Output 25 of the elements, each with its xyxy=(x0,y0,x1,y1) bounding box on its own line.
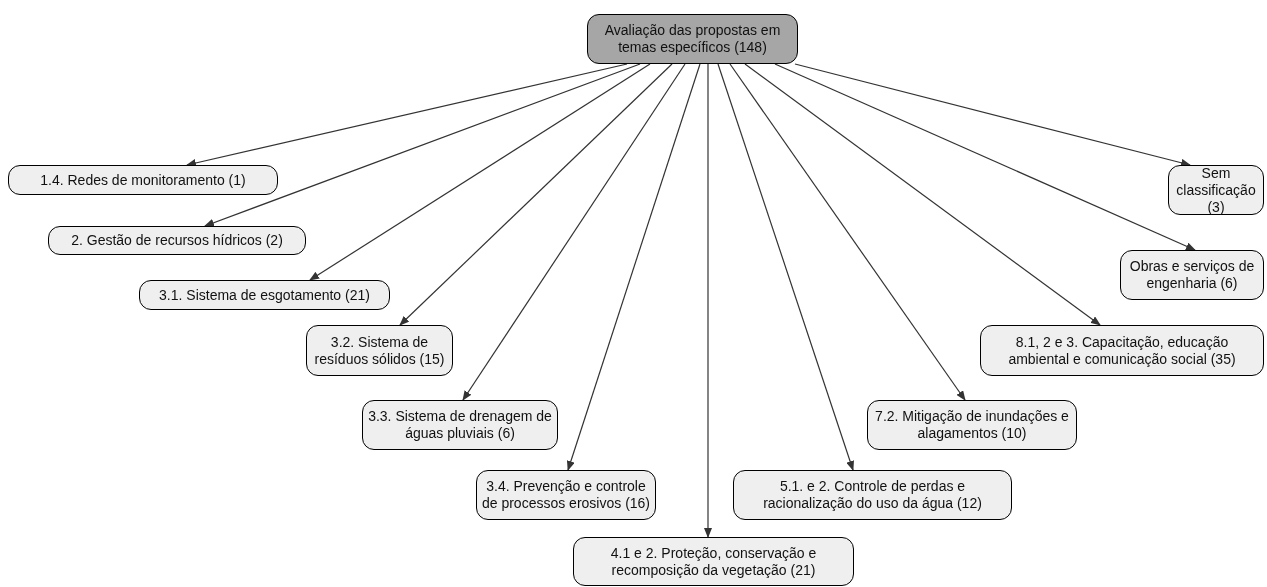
topic-box: 3.3. Sistema de drenagem de águas pluviais (6) xyxy=(362,400,558,450)
arrow xyxy=(399,63,673,326)
topic-box: 4.1 e 2. Proteção, conservação e recomposição da vegetação (21) xyxy=(573,537,854,586)
topic-box: 2. Gestão de recursos hídricos (2) xyxy=(48,226,306,255)
topic-box: 3.4. Prevenção e controle de processos erosivos (16) xyxy=(476,470,656,520)
topic-box: 1.4. Redes de monitoramento (1) xyxy=(8,165,278,195)
root-box: Avaliação das propostas em temas específicos (148) xyxy=(587,14,798,64)
arrow xyxy=(774,63,1196,251)
topic-box: 3.1. Sistema de esgotamento (21) xyxy=(139,280,390,310)
arrow xyxy=(462,63,686,401)
topic-box: 8.1, 2 e 3. Capacitação, educação ambiental e comunicação social (35) xyxy=(980,325,1264,376)
topic-box: 7.2. Mitigação de inundações e alagamentos (10) xyxy=(867,400,1077,450)
arrow xyxy=(744,63,1101,326)
topic-box: Sem classificação (3) xyxy=(1168,165,1264,215)
arrow xyxy=(567,63,701,471)
arrow xyxy=(309,63,651,281)
arrow xyxy=(186,63,628,167)
topic-box: Obras e serviços de engenharia (6) xyxy=(1120,250,1264,300)
arrow xyxy=(794,63,1191,167)
arrow xyxy=(729,63,966,401)
arrow xyxy=(204,63,641,227)
arrow xyxy=(717,63,854,471)
arrow xyxy=(704,63,712,538)
topic-box: 5.1. e 2. Controle de perdas e racionalização do uso da água (12) xyxy=(733,470,1012,520)
topic-box: 3.2. Sistema de resíduos sólidos (15) xyxy=(306,325,453,376)
